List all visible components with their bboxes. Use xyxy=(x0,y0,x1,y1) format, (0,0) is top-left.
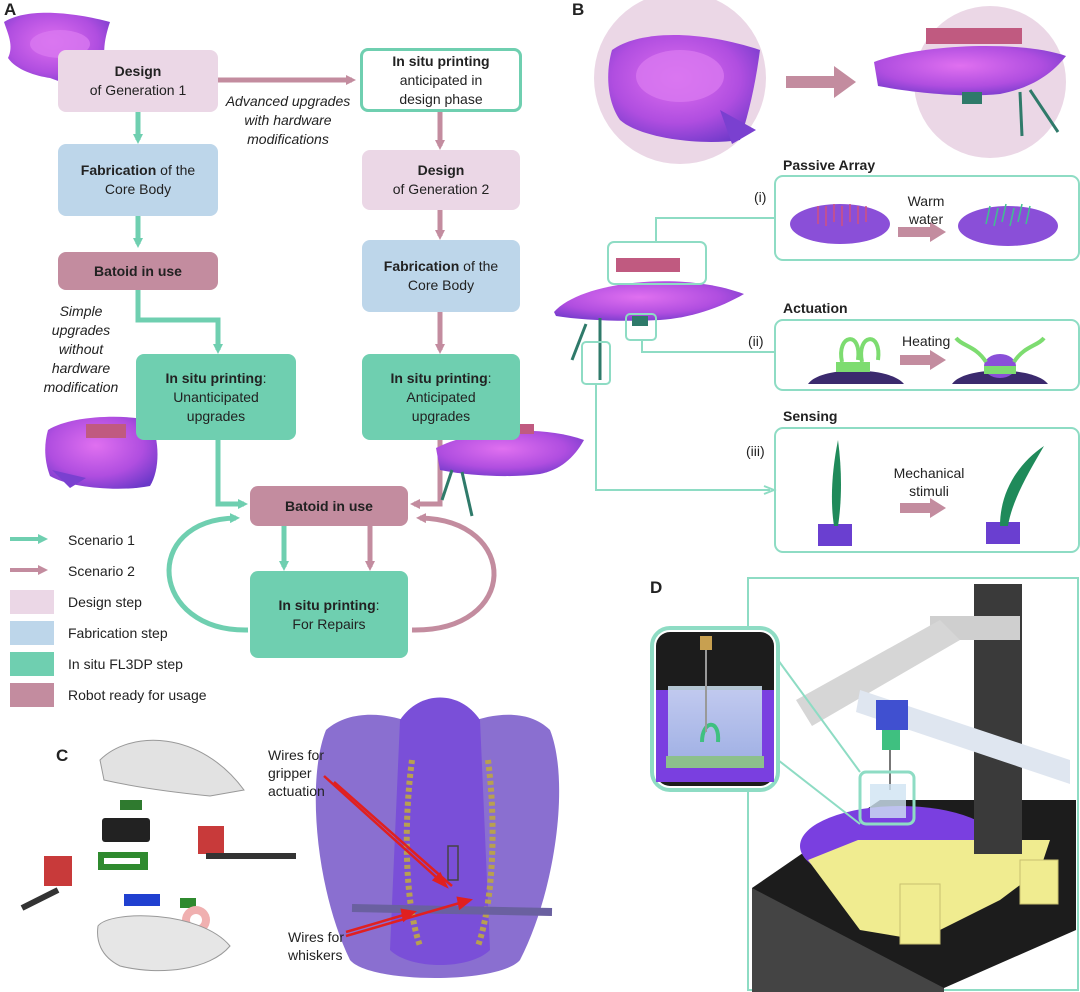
panel-letter-c: C xyxy=(56,746,69,765)
legend-label-design: Design step xyxy=(68,594,142,610)
whisker-wires-label: Wires for whiskers xyxy=(288,928,344,964)
design-gen1-title: Design xyxy=(114,63,162,79)
gripper-wires-line3: actuation xyxy=(268,783,325,799)
insitu-anticipated-text: Anticipated xyxy=(406,388,476,405)
mechanical-stimuli-line1: Mechanical xyxy=(893,465,965,481)
insitu-anticipated-design-box: In situ printing anticipated in design p… xyxy=(360,48,522,112)
mechanical-stimuli-label: Mechanical stimuli xyxy=(884,464,974,500)
fab-core-1-text: of the xyxy=(156,162,196,178)
insitu-unanticipated-text2: upgrades xyxy=(186,407,246,424)
robot-upgraded-left-image xyxy=(45,416,158,489)
insitu-anticipated-title: In situ printing xyxy=(390,369,488,386)
gripper-wires-line1: Wires for xyxy=(268,747,324,763)
panel-letter-b: B xyxy=(572,0,585,19)
legend-swatch-insitu xyxy=(10,652,54,676)
panel-b-top-images xyxy=(594,0,1066,164)
insitu-anticipated-design-text: anticipated in xyxy=(399,71,483,88)
insitu-repairs-text: For Repairs xyxy=(292,615,366,632)
warm-water-line2: water xyxy=(908,211,944,227)
insitu-unanticipated-box: In situ printing: Unanticipated upgrades xyxy=(136,354,296,440)
design-gen1-subtitle: of Generation 1 xyxy=(89,82,187,98)
insitu-unanticipated-text: Unanticipated xyxy=(173,388,259,405)
legend-item-scenario2: Scenario 2 xyxy=(10,559,135,583)
design-gen2-subtitle: of Generation 2 xyxy=(392,181,490,197)
heating-label: Heating xyxy=(902,333,951,349)
actuation-roman: (ii) xyxy=(748,333,764,349)
design-gen2-title: Design xyxy=(417,162,465,178)
legend-swatch-design xyxy=(10,590,54,614)
design-gen2-box: Design of Generation 2 xyxy=(362,150,520,210)
whisker-wires-line1: Wires for xyxy=(288,929,344,945)
legend-label-robot-ready: Robot ready for usage xyxy=(68,687,207,703)
simple-upgrades-note: Simple upgrades without hardware modific… xyxy=(26,302,136,397)
passive-array-roman: (i) xyxy=(754,189,767,205)
legend-item-insitu: In situ FL3DP step xyxy=(10,652,183,676)
passive-array-title: Passive Array xyxy=(783,157,876,173)
panel-letter-a: A xyxy=(4,0,17,19)
insitu-anticipated-text2: upgrades xyxy=(411,407,471,424)
legend-label-scenario2: Scenario 2 xyxy=(68,563,135,579)
panel-letter-d: D xyxy=(650,578,663,597)
fab-core-1-box: Fabrication of the Core Body xyxy=(58,144,218,216)
batoid-in-use-main-box: Batoid in use xyxy=(250,486,408,526)
fab-core-2-box: Fabrication of the Core Body xyxy=(362,240,520,312)
panel-b-center-robot xyxy=(554,217,777,495)
panel-c-exploded-view xyxy=(20,739,296,972)
sensing-images xyxy=(818,440,1044,546)
simple-note-line5: modification xyxy=(43,379,119,395)
actuation-title: Actuation xyxy=(783,300,848,316)
legend-label-fabrication: Fabrication step xyxy=(68,625,168,641)
panel-c-bottom-view xyxy=(315,697,560,978)
design-gen1-box: Design of Generation 1 xyxy=(58,50,218,112)
legend-item-robot-ready: Robot ready for usage xyxy=(10,683,207,707)
simple-note-line3: without xyxy=(58,341,104,357)
legend-label-scenario1: Scenario 1 xyxy=(68,532,135,548)
simple-note-line1: Simple xyxy=(59,303,103,319)
passive-array-images xyxy=(790,203,1058,246)
insitu-unanticipated-title: In situ printing xyxy=(165,369,263,386)
legend-swatch-robot-ready xyxy=(10,683,54,707)
advanced-upgrades-note: Advanced upgrades with hardware modifica… xyxy=(220,92,356,149)
mechanical-stimuli-line2: stimuli xyxy=(909,483,949,499)
legend-item-fabrication: Fabrication step xyxy=(10,621,168,645)
batoid-in-use-main-label: Batoid in use xyxy=(285,497,373,514)
panel-d-printer-scene xyxy=(650,577,1079,992)
insitu-repairs-box: In situ printing: For Repairs xyxy=(250,571,408,658)
batoid-in-use-1-label: Batoid in use xyxy=(94,262,182,279)
batoid-in-use-1-box: Batoid in use xyxy=(58,252,218,290)
panel-b-boxes xyxy=(774,175,1080,553)
simple-note-line4: hardware xyxy=(51,360,111,376)
advanced-note-line2: with hardware xyxy=(244,112,332,128)
legend-item-design: Design step xyxy=(10,590,142,614)
insitu-anticipated-design-title: In situ printing xyxy=(392,52,490,69)
legend-swatch-fabrication xyxy=(10,621,54,645)
fab-core-2-text: of the xyxy=(459,258,499,274)
legend-arrows xyxy=(10,534,48,575)
actuation-images xyxy=(808,336,1048,384)
gripper-wires-line2: gripper xyxy=(268,765,312,781)
simple-note-line2: upgrades xyxy=(51,322,111,338)
fab-core-2-title: Fabrication xyxy=(383,258,460,274)
legend-arrow-teal xyxy=(10,528,54,552)
scenario1-arrows xyxy=(133,112,289,633)
insitu-repairs-title: In situ printing xyxy=(278,596,376,613)
advanced-note-line3: modifications xyxy=(247,131,329,147)
whisker-wires-line2: whiskers xyxy=(288,947,343,963)
warm-water-label: Warm water xyxy=(896,192,956,228)
insitu-anticipated-design-text2: design phase xyxy=(399,90,483,107)
fab-core-2-text2: Core Body xyxy=(407,277,475,293)
fab-core-1-title: Fabrication xyxy=(80,162,157,178)
legend-arrow-mauve xyxy=(10,559,54,583)
advanced-note-line1: Advanced upgrades xyxy=(225,93,351,109)
sensing-roman: (iii) xyxy=(746,443,765,459)
legend-item-scenario1: Scenario 1 xyxy=(10,528,135,552)
legend-label-insitu: In situ FL3DP step xyxy=(68,656,183,672)
warm-water-line1: Warm xyxy=(907,193,945,209)
sensing-title: Sensing xyxy=(783,408,838,424)
insitu-anticipated-box: In situ printing: Anticipated upgrades xyxy=(362,354,520,440)
gripper-wires-label: Wires for gripper actuation xyxy=(268,746,325,800)
fab-core-1-text2: Core Body xyxy=(104,181,172,197)
